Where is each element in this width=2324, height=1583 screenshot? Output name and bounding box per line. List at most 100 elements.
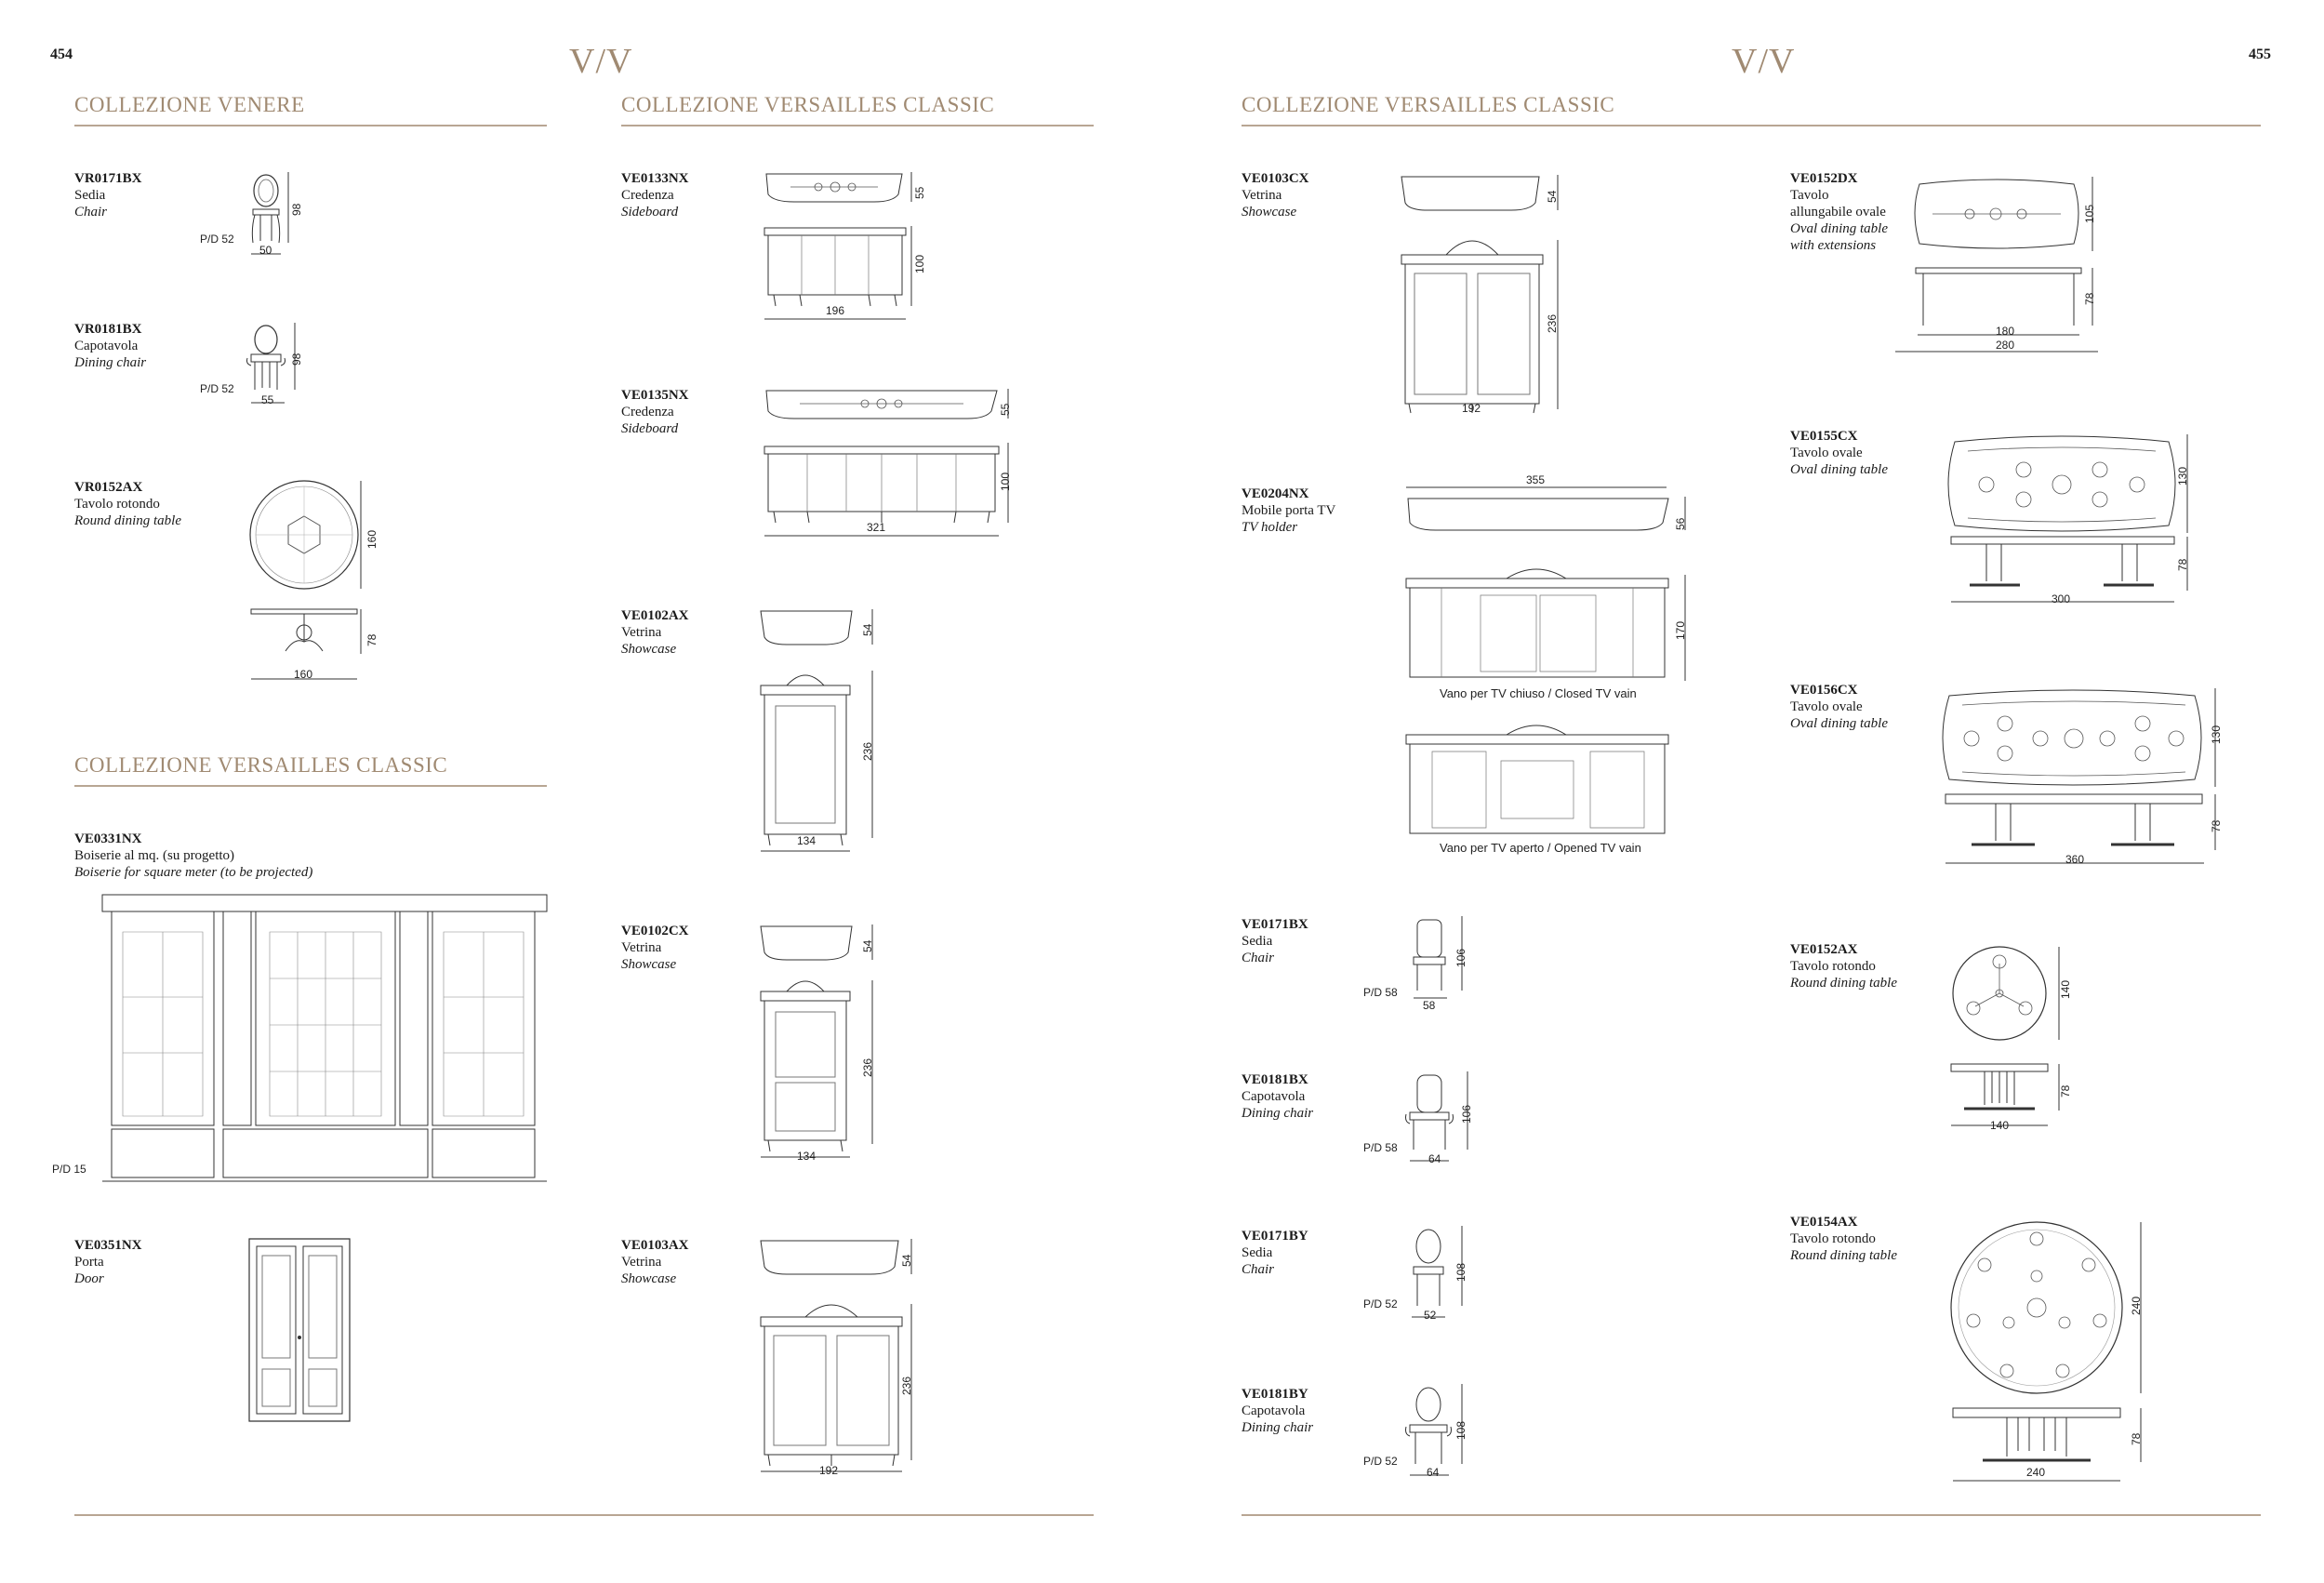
product-name-it: Vetrina [621, 625, 662, 640]
dimension-width: 192 [819, 1464, 839, 1477]
caption-closed: Vano per TV chiuso / Closed TV vain [1440, 686, 1637, 700]
product-ve0155cx: VE0155CX Tavolo ovale Oval dining table [1790, 428, 1888, 478]
dimension-depth: 56 [1674, 517, 1687, 530]
product-code: VE0204NX [1242, 486, 1309, 501]
product-code: VE0103CX [1242, 171, 1309, 186]
product-name-it: Credenza [621, 405, 674, 419]
dimension-depth: 55 [913, 186, 926, 199]
product-name-en: Chair [1242, 951, 1275, 965]
product-name-en: Round dining table [1790, 976, 1897, 991]
dimension-width: 355 [1526, 473, 1546, 486]
dimension-width: 160 [294, 668, 313, 681]
product-name-en: Showcase [621, 1271, 677, 1286]
dimension-depth: 55 [999, 403, 1012, 416]
product-name-it: Vetrina [621, 1255, 662, 1270]
dimension-height: 236 [1546, 313, 1559, 333]
product-name-en: Oval dining table [1790, 462, 1888, 477]
product-ve0103ax: VE0103AX Vetrina Showcase [621, 1237, 689, 1287]
page-number-left: 454 [50, 47, 73, 62]
chair-drawing [244, 172, 303, 256]
brand-logo-left: V/V [569, 42, 633, 81]
dimension-height: 106 [1460, 1104, 1473, 1124]
footer-rule-left [74, 1514, 1094, 1516]
dimension-height: 78 [2130, 1432, 2143, 1445]
dimension-width: 64 [1427, 1466, 1440, 1479]
product-name-it: Mobile porta TV [1242, 503, 1336, 518]
dimension-width: 55 [261, 393, 274, 406]
depth-label: P/D 58 [1363, 986, 1398, 999]
dining-chair-drawing [1404, 1384, 1482, 1477]
dimension-height: 98 [290, 353, 303, 366]
product-code: VE0103AX [621, 1238, 689, 1253]
product-code: VE0154AX [1790, 1215, 1858, 1230]
dimension-width: 50 [259, 244, 272, 257]
dimension-depth: 54 [1546, 190, 1559, 203]
tv-holder-drawing [1404, 486, 1693, 858]
product-ve0181by: VE0181BY Capotavola Dining chair [1242, 1386, 1313, 1436]
depth-label: P/D 15 [52, 1163, 86, 1176]
product-ve0331nx: VE0331NX Boiserie al mq. (su progetto) B… [74, 831, 312, 881]
dimension-width: 58 [1423, 999, 1436, 1012]
dimension-depth: 130 [2210, 725, 2223, 744]
section-rule [74, 125, 547, 126]
product-ve0152dx: VE0152DX Tavolo allungabile ovale Oval d… [1790, 170, 1888, 254]
product-name-en: Dining chair [1242, 1106, 1314, 1121]
depth-label: P/D 52 [1363, 1455, 1398, 1468]
dimension-height: 78 [2176, 558, 2189, 571]
product-code: VE0102CX [621, 924, 689, 938]
dimension-height: 170 [1674, 620, 1687, 640]
product-code: VR0152AX [74, 480, 143, 495]
dimension-width: 300 [2052, 592, 2071, 605]
product-code: VE0181BY [1242, 1387, 1308, 1402]
dimension-depth: 54 [861, 939, 874, 952]
chair-drawing [1404, 1226, 1482, 1319]
dimension-width: 192 [1462, 402, 1481, 415]
product-name-it: Sedia [74, 188, 106, 203]
product-ve0133nx: VE0133NX Credenza Sideboard [621, 170, 689, 220]
product-name-en: Dining chair [1242, 1420, 1314, 1435]
product-name-en: Door [74, 1271, 104, 1286]
section-title-venere: COLLEZIONE VENERE [74, 93, 305, 116]
product-name-it: Tavolo rotondo [74, 497, 160, 512]
product-name-it: Boiserie al mq. (su progetto) [74, 848, 235, 863]
footer-rule-right [1242, 1514, 2261, 1516]
product-ve0204nx: VE0204NX Mobile porta TV TV holder [1242, 486, 1335, 536]
dimension-width: 360 [2065, 853, 2085, 866]
section-rule [621, 125, 1094, 126]
product-name-en: Round dining table [74, 513, 181, 528]
section-title-versailles-left: COLLEZIONE VERSAILLES CLASSIC [74, 753, 448, 777]
dimension-diameter: 160 [365, 529, 378, 549]
product-code: VR0181BX [74, 322, 142, 337]
product-name-it: Porta [74, 1255, 104, 1270]
product-name-en: Showcase [621, 957, 677, 972]
section-rule [74, 785, 547, 787]
product-name-en: Oval dining table [1790, 221, 1888, 236]
sideboard-long-drawing [763, 389, 1014, 538]
product-name-it: Sedia [1242, 1245, 1273, 1260]
dining-chair-drawing [244, 323, 303, 406]
product-ve0171by: VE0171BY Sedia Chair [1242, 1228, 1308, 1278]
section-title-versailles-right: COLLEZIONE VERSAILLES CLASSIC [1242, 93, 1615, 116]
product-ve0102cx: VE0102CX Vetrina Showcase [621, 923, 689, 973]
dimension-height: 78 [365, 633, 378, 646]
product-name-en: Showcase [621, 642, 677, 657]
round-table-drawing [244, 479, 383, 684]
dimension-width: 196 [826, 304, 845, 317]
product-ve0171bx: VE0171BX Sedia Chair [1242, 916, 1308, 966]
product-name-it: Vetrina [621, 940, 662, 955]
product-name-en: TV holder [1242, 520, 1298, 535]
product-vr0152ax: VR0152AX Tavolo rotondo Round dining tab… [74, 479, 181, 529]
dimension-height: 100 [913, 254, 926, 273]
product-name-en: Chair [74, 205, 108, 219]
dimension-depth: 54 [861, 623, 874, 636]
boiserie-drawing [102, 895, 549, 1183]
product-name-it: Sedia [1242, 934, 1273, 949]
product-code: VE0102AX [621, 608, 689, 623]
dimension-width: 134 [797, 834, 817, 847]
product-ve0103cx: VE0103CX Vetrina Showcase [1242, 170, 1309, 220]
oval-extending-table-drawing [1914, 175, 2100, 361]
dimension-height: 108 [1454, 1262, 1467, 1282]
oval-table-drawing [1944, 686, 2213, 865]
product-name-it: Capotavola [1242, 1403, 1306, 1418]
product-code: VE0351NX [74, 1238, 142, 1253]
